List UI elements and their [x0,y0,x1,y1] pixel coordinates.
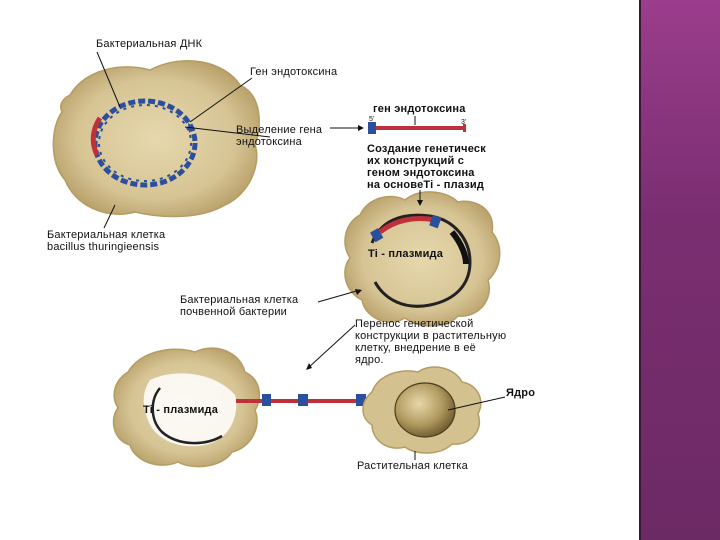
gene-end-right [463,124,466,132]
ti-upper-marker-right [429,214,442,229]
label-endotoxin-gene: Ген эндотоксина [250,66,338,78]
ti-plasmid-upper-construct [378,216,436,235]
leader-bacterial-dna [96,51,121,108]
endotoxin-gene-segment [90,116,103,157]
ti-plasmid-lower-arc [151,387,223,445]
label-plant-cell: Растительная клетка [357,460,468,472]
label-ti-plasmid-lower: Ti - плазмида [143,404,219,416]
label-soil-bacterium: Бактериальная клетка почвенной бактерии [180,294,299,318]
side-band-divider [639,0,641,540]
label-transfer: Перенос генетической конструкции в расти… [355,318,507,366]
label-bacterial-cell-bt: Бактериальная клетка bacillus thuringiee… [47,229,166,253]
label-nucleus: Ядро [506,387,536,399]
ti-upper-dark-segment [449,230,469,265]
side-band [641,0,720,540]
leader-bt-cell [103,204,116,229]
diagram [52,51,506,468]
transfer-bar [236,399,386,403]
label-endotoxin-gene-small: ген эндотоксина [373,103,466,115]
nucleus [394,382,456,438]
gene-end-left [368,122,376,134]
soil-cell-cavity [143,373,237,447]
arrow-to-soil-cell [317,289,361,303]
arrowhead-construct [417,200,423,206]
leader-endotoxin-gene [189,77,253,123]
arrowhead-soil [355,289,362,295]
isolated-gene-bar [375,126,465,130]
arrowhead-transfer [306,363,312,370]
arrowhead-gene [358,125,364,131]
label-gene-isolation: Выделение гена эндотоксина [236,124,323,148]
bacterial-cell-bt [52,60,260,218]
transfer-marker-1 [262,394,271,406]
ti-upper-marker-left [370,228,384,243]
label-three-prime: 3' [461,119,467,126]
label-bacterial-dna: Бактериальная ДНК [96,38,203,50]
transfer-marker-3 [356,394,366,406]
label-five-prime: 5' [369,116,375,123]
arrow-to-transfer [307,324,356,369]
label-construct-creation: Создание генетическ их конструкций с ген… [367,143,486,191]
label-ti-plasmid-upper: Ti - плазмида [368,248,444,260]
ti-plasmid-upper-arc [370,213,472,308]
bacterial-dna-ring-inner [98,104,192,182]
transfer-marker-2 [298,394,308,406]
leader-gene-isolation [184,126,271,138]
leader-nucleus [447,396,506,411]
